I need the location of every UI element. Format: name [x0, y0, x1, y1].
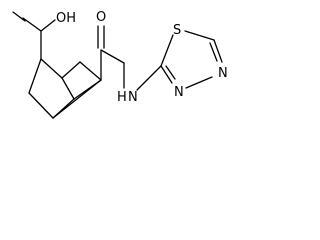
ring-nitrogen-2-label: N [218, 66, 228, 81]
hydroxyl-label: OH [56, 11, 76, 26]
amide-group: O N H [96, 10, 162, 105]
bond [160, 34, 174, 67]
bond [136, 65, 162, 91]
bond [100, 49, 125, 64]
bond [61, 77, 75, 100]
bond [79, 61, 102, 81]
bond [184, 30, 215, 41]
bond [22, 17, 42, 32]
norbornane-skeleton [28, 58, 102, 119]
bond [40, 19, 56, 32]
bond [12, 11, 26, 22]
bond [40, 58, 63, 79]
bond [28, 58, 42, 94]
bond [28, 92, 54, 119]
bond [61, 61, 81, 79]
amide-hydrogen-label: H [117, 90, 127, 105]
thiadiazole-ring: S N N [160, 23, 228, 100]
sulfur-label: S [173, 23, 181, 38]
bond [160, 65, 173, 84]
ring-nitrogen-1-label: N [174, 85, 184, 100]
amide-nitrogen-label: N [128, 90, 138, 105]
carbonyl-oxygen-label: O [96, 10, 106, 25]
bond [185, 76, 213, 89]
molecule-diagram: OH O N H S N N [12, 10, 228, 119]
bond [52, 79, 102, 119]
bond [213, 39, 223, 63]
bond [165, 65, 176, 80]
carboxylic-acid-group: OH [12, 11, 76, 60]
bond [209, 42, 218, 62]
